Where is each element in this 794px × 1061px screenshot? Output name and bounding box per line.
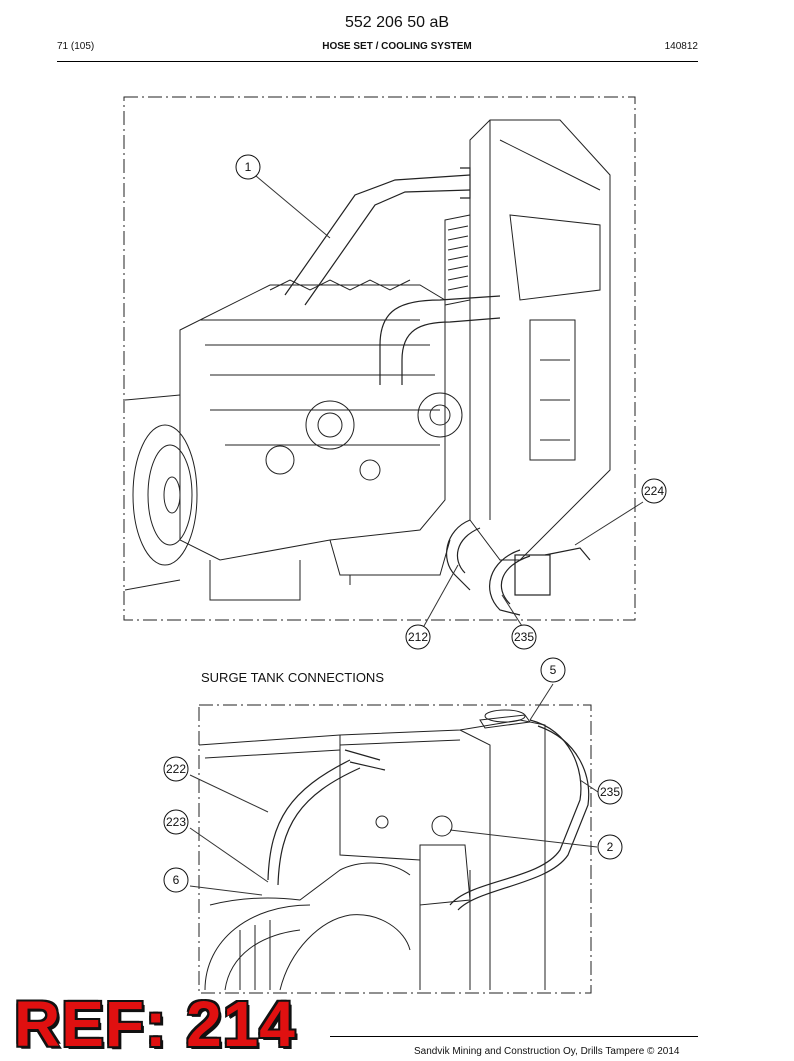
- callout-235-lower-label: 235: [600, 785, 620, 799]
- callout-212: [405, 624, 431, 650]
- callout-235: [511, 624, 537, 650]
- hose-1: [284, 167, 501, 385]
- callout-1-label: 1: [245, 160, 252, 174]
- callout-222-label: 222: [166, 762, 186, 776]
- upper-view-frame: [123, 96, 636, 621]
- lower-view-frame: [198, 704, 592, 994]
- leader-lines-upper: [255, 175, 644, 627]
- footer-rule: [330, 1036, 698, 1037]
- callout-2: [597, 834, 623, 860]
- callout-235-lower: [597, 779, 623, 805]
- callout-5-label: 5: [550, 663, 557, 677]
- document-number: 552 206 50 aB: [344, 14, 450, 31]
- callout-2-label: 2: [607, 840, 614, 854]
- header-rule: [57, 61, 698, 62]
- document-title: HOSE SET / COOLING SYSTEM: [322, 41, 472, 52]
- callouts: [163, 154, 667, 893]
- reference-stamp: REF: 214: [14, 988, 296, 1060]
- callout-223: [163, 809, 189, 835]
- callout-6: [163, 867, 189, 893]
- callout-5: [540, 657, 566, 683]
- surge-tank: [198, 709, 546, 991]
- surge-tank-hoses: [267, 719, 590, 911]
- callout-1: [235, 154, 261, 180]
- callout-212-label: 212: [408, 630, 428, 644]
- callout-224-label: 224: [644, 484, 664, 498]
- document-date: 140812: [664, 41, 698, 52]
- lower-hoses: [446, 519, 591, 616]
- page-number: 71 (105): [57, 41, 95, 52]
- engine-block: [179, 279, 463, 601]
- flywheel: [124, 394, 198, 591]
- callout-223-label: 223: [166, 815, 186, 829]
- callout-6-label: 6: [173, 873, 180, 887]
- radiator-assembly: [444, 119, 611, 561]
- callout-235-label: 235: [514, 630, 534, 644]
- footer-copyright: Sandvik Mining and Construction Oy, Dril…: [414, 1046, 680, 1057]
- leader-lines-lower: [189, 683, 599, 896]
- callout-222: [163, 756, 189, 782]
- callout-224: [641, 478, 667, 504]
- surge-tank-connections-label: SURGE TANK CONNECTIONS: [201, 670, 384, 685]
